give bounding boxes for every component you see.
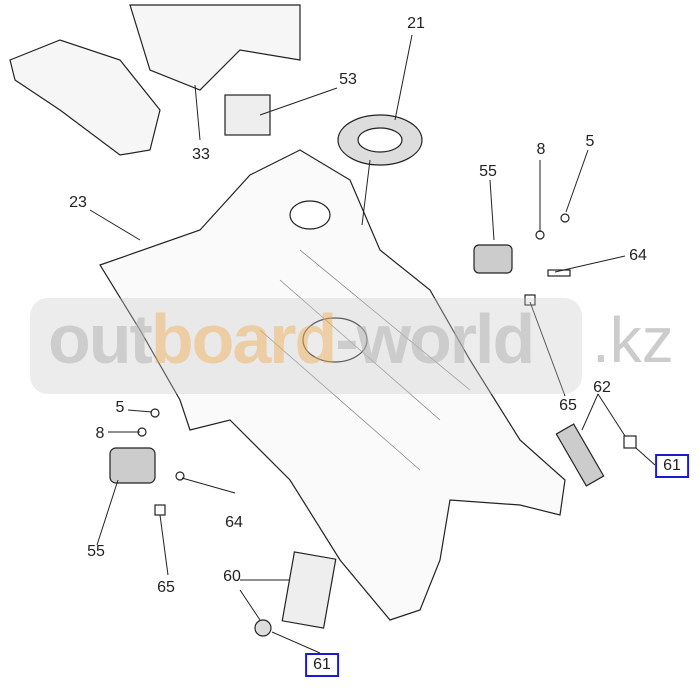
fuel-opening [302,317,368,363]
callout-53: 53 [339,71,357,88]
callout-5: 5 [115,399,125,416]
part-53 [224,94,271,136]
callout-64: 64 [225,514,243,531]
watermark-badge [30,298,582,394]
leader-lines [89,34,656,654]
callout-5: 5 [585,133,595,150]
callout-64: 64 [629,247,647,264]
main-body-cover [99,149,566,621]
callout-55: 55 [87,543,105,560]
part-side-cover [9,39,161,156]
part-55-right [473,244,513,274]
callout-60: 60 [223,568,241,585]
part-62 [555,423,605,487]
watermark-logo: outboard-world [48,304,535,374]
part-55-left [109,447,156,484]
watermark-text-accent: board [150,300,337,378]
callout-21: 21 [407,15,425,32]
callout-23: 23 [69,194,87,211]
callout-65: 65 [157,579,175,596]
watermark-text: -world [335,300,535,378]
callout-55: 55 [479,163,497,180]
callout-8: 8 [536,141,546,158]
callout-62: 62 [593,379,611,396]
callout-65: 65 [559,397,577,414]
part-60 [281,551,337,629]
watermark-text: out [48,300,153,378]
callout-61-link[interactable]: 61 [655,454,689,478]
callout-8: 8 [95,425,105,442]
part-61 [254,619,272,637]
watermark-tld: .kz [592,304,674,376]
part-33-panel [129,4,301,91]
callout-61-link[interactable]: 61 [305,653,339,677]
callout-33: 33 [192,146,210,163]
